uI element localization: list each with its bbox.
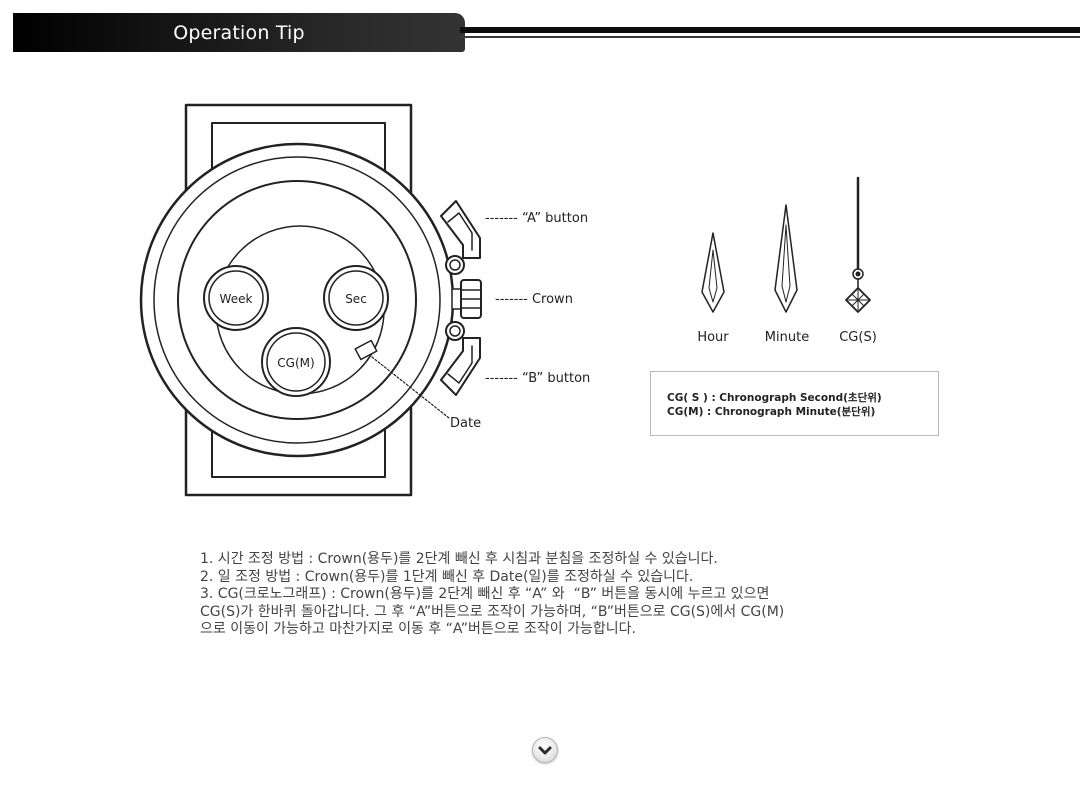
instruction-line: 1. 시간 조정 방법 : Crown(용두)를 2단계 빼신 후 시침과 분침… <box>200 551 718 567</box>
subdial-cg-m-inner <box>266 332 326 392</box>
pusher-a-detail <box>447 212 473 251</box>
pusher-a <box>440 200 481 259</box>
case-inner-ring <box>153 156 441 444</box>
screw-top <box>445 255 465 275</box>
minute-hand <box>774 204 798 313</box>
chevron-down-icon[interactable] <box>533 738 557 762</box>
callout-a-button: ------- “A” button <box>485 211 588 226</box>
case-outer-ring <box>139 142 455 458</box>
minute-hand-label: Minute <box>765 330 809 345</box>
screw-bottom-outer <box>445 321 465 341</box>
instruction-line: 으로 이동이 가능하고 마찬가지로 이동 후 “A”버튼으로 조작이 가능합니다… <box>200 621 636 637</box>
watch-case <box>139 142 455 458</box>
subdial-week: Week <box>203 265 269 331</box>
instruction-line: 2. 일 조정 방법 : Crown(용두)를 1단계 빼신 후 Date(일)… <box>200 568 694 585</box>
pusher-a-outline <box>440 200 481 259</box>
subdial-week-inner <box>208 270 264 326</box>
section-title: Operation Tip <box>173 22 305 44</box>
subdial-sec-inner <box>328 270 384 326</box>
pusher-b <box>440 337 481 396</box>
pusher-b-detail <box>447 345 473 384</box>
hour-hand-inner <box>708 249 718 303</box>
subdial-sec: Sec <box>323 265 389 331</box>
hour-hand-outline <box>701 232 725 313</box>
crown <box>451 279 482 319</box>
subdial-cg-m-outer <box>261 327 331 397</box>
pusher-b-outline <box>440 337 481 396</box>
minute-hand-outline <box>774 204 798 313</box>
hour-hand-label: Hour <box>697 330 729 345</box>
legend-line-cg-m: CG(M) : Chronograph Minute(분단위) <box>667 406 876 418</box>
header-rule-thin <box>460 36 1080 38</box>
bezel-ring <box>177 180 417 420</box>
scroll-down-button[interactable] <box>532 737 558 763</box>
cg-s-hand <box>845 176 871 313</box>
screw-top-inner <box>449 259 461 271</box>
subdial-week-label: Week <box>220 292 253 306</box>
date-leader-line <box>371 356 450 419</box>
legend-line-cg-s: CG( S ) : Chronograph Second(초단위) <box>667 392 882 404</box>
callout-b-button: ------- “B” button <box>485 371 590 386</box>
legend-box: CG( S ) : Chronograph Second(초단위) CG(M) … <box>650 371 939 436</box>
header-rule-thick <box>460 27 1080 33</box>
subdial-sec-label: Sec <box>345 292 367 306</box>
subdial-cg-m-label: CG(M) <box>277 356 314 370</box>
screw-bottom <box>445 321 465 341</box>
subdial-cg-m: CG(M) <box>261 327 331 397</box>
section-header-tab: Operation Tip <box>13 13 465 52</box>
instructions-text: 1. 시간 조정 방법 : Crown(용두)를 2단계 빼신 후 시침과 분침… <box>200 551 784 639</box>
instruction-line: 3. CG(크로노그래프) : Crown(용두)를 2단계 빼신 후 “A” … <box>200 586 770 602</box>
callout-date: Date <box>450 416 481 431</box>
minute-hand-inner <box>781 224 791 303</box>
subdial-week-outer <box>203 265 269 331</box>
callout-crown: ------- Crown <box>495 292 573 307</box>
hour-hand <box>701 232 725 313</box>
instruction-line: CG(S)가 한바퀴 돌아갑니다. 그 후 “A”버튼으로 조작이 가능하며, … <box>200 603 785 620</box>
subdial-sec-outer <box>323 265 389 331</box>
screw-top-outer <box>445 255 465 275</box>
screw-bottom-inner <box>449 325 461 337</box>
date-window <box>354 339 378 361</box>
cg-s-hand-pivot <box>855 271 861 277</box>
cg-s-hand-label: CG(S) <box>839 330 877 345</box>
